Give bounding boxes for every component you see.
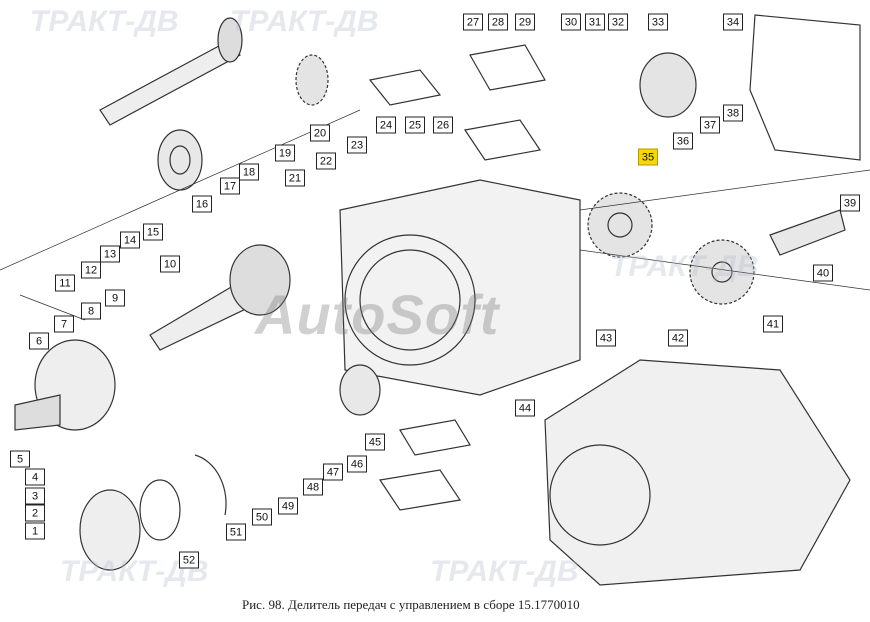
callout-11: 11 xyxy=(55,274,75,292)
callout-7: 7 xyxy=(54,315,74,333)
callout-22: 22 xyxy=(316,152,336,170)
assembled-gearbox-42 xyxy=(544,359,851,586)
callout-33: 33 xyxy=(648,13,668,31)
callout-32: 32 xyxy=(608,13,628,31)
callout-36: 36 xyxy=(673,132,693,150)
callout-13: 13 xyxy=(100,245,120,263)
callout-25: 25 xyxy=(405,116,425,134)
callout-20: 20 xyxy=(310,124,330,142)
callout-14: 14 xyxy=(120,231,140,249)
callout-48: 48 xyxy=(303,478,323,496)
callout-31: 31 xyxy=(585,13,605,31)
callout-4: 4 xyxy=(25,468,45,486)
callout-52: 52 xyxy=(179,551,199,569)
callout-40: 40 xyxy=(813,264,833,282)
callout-2: 2 xyxy=(25,504,45,522)
callout-27: 27 xyxy=(463,13,483,31)
callout-51: 51 xyxy=(226,523,246,541)
callout-3: 3 xyxy=(25,487,45,505)
callout-30: 30 xyxy=(561,13,581,31)
callout-17: 17 xyxy=(220,177,240,195)
input-shaft xyxy=(99,17,243,126)
callout-49: 49 xyxy=(278,497,298,515)
cover-plates-lower xyxy=(378,419,471,511)
callout-16: 16 xyxy=(192,195,212,213)
figure-caption: Рис. 98. Делитель передач с управлением … xyxy=(242,597,580,612)
callout-39: 39 xyxy=(840,194,860,212)
covers-29-26 xyxy=(368,44,546,161)
gear-41 xyxy=(689,239,755,305)
callout-19: 19 xyxy=(275,144,295,162)
ring-52 xyxy=(139,479,181,541)
callout-47: 47 xyxy=(323,463,343,481)
synchronizer-33 xyxy=(639,52,697,118)
callout-34: 34 xyxy=(723,13,743,31)
callout-26: 26 xyxy=(433,116,453,134)
divider-housing xyxy=(339,179,581,396)
callout-6: 6 xyxy=(29,332,49,350)
callout-29: 29 xyxy=(515,13,535,31)
callout-46: 46 xyxy=(347,455,367,473)
callout-15: 15 xyxy=(143,223,163,241)
callout-1: 1 xyxy=(25,522,45,540)
callout-37: 37 xyxy=(700,116,720,134)
callout-43: 43 xyxy=(596,329,616,347)
shaft-40 xyxy=(769,209,846,256)
cover-3 xyxy=(79,489,141,571)
callout-44: 44 xyxy=(515,399,535,417)
bearing-45 xyxy=(339,364,381,416)
callout-23: 23 xyxy=(347,136,367,154)
callout-42: 42 xyxy=(668,329,688,347)
snap-ring-51 xyxy=(194,454,227,516)
callout-24: 24 xyxy=(376,116,396,134)
callout-9: 9 xyxy=(105,289,125,307)
callout-8: 8 xyxy=(81,302,101,320)
flange-6 xyxy=(14,339,116,431)
callout-5: 5 xyxy=(10,450,30,468)
gear-20 xyxy=(295,54,329,106)
gasket-34 xyxy=(749,14,861,161)
callout-10: 10 xyxy=(160,255,180,273)
callout-28: 28 xyxy=(488,13,508,31)
bearing-16 xyxy=(157,129,203,191)
callout-18: 18 xyxy=(239,163,259,181)
callout-50: 50 xyxy=(252,508,272,526)
main-shaft xyxy=(149,244,291,351)
callout-12: 12 xyxy=(81,261,101,279)
callout-21: 21 xyxy=(285,169,305,187)
callout-45: 45 xyxy=(365,433,385,451)
callout-38: 38 xyxy=(723,104,743,122)
callout-35: 35 xyxy=(638,148,658,166)
leader-lines xyxy=(0,109,870,321)
gear-35 xyxy=(587,192,653,258)
callout-41: 41 xyxy=(763,315,783,333)
